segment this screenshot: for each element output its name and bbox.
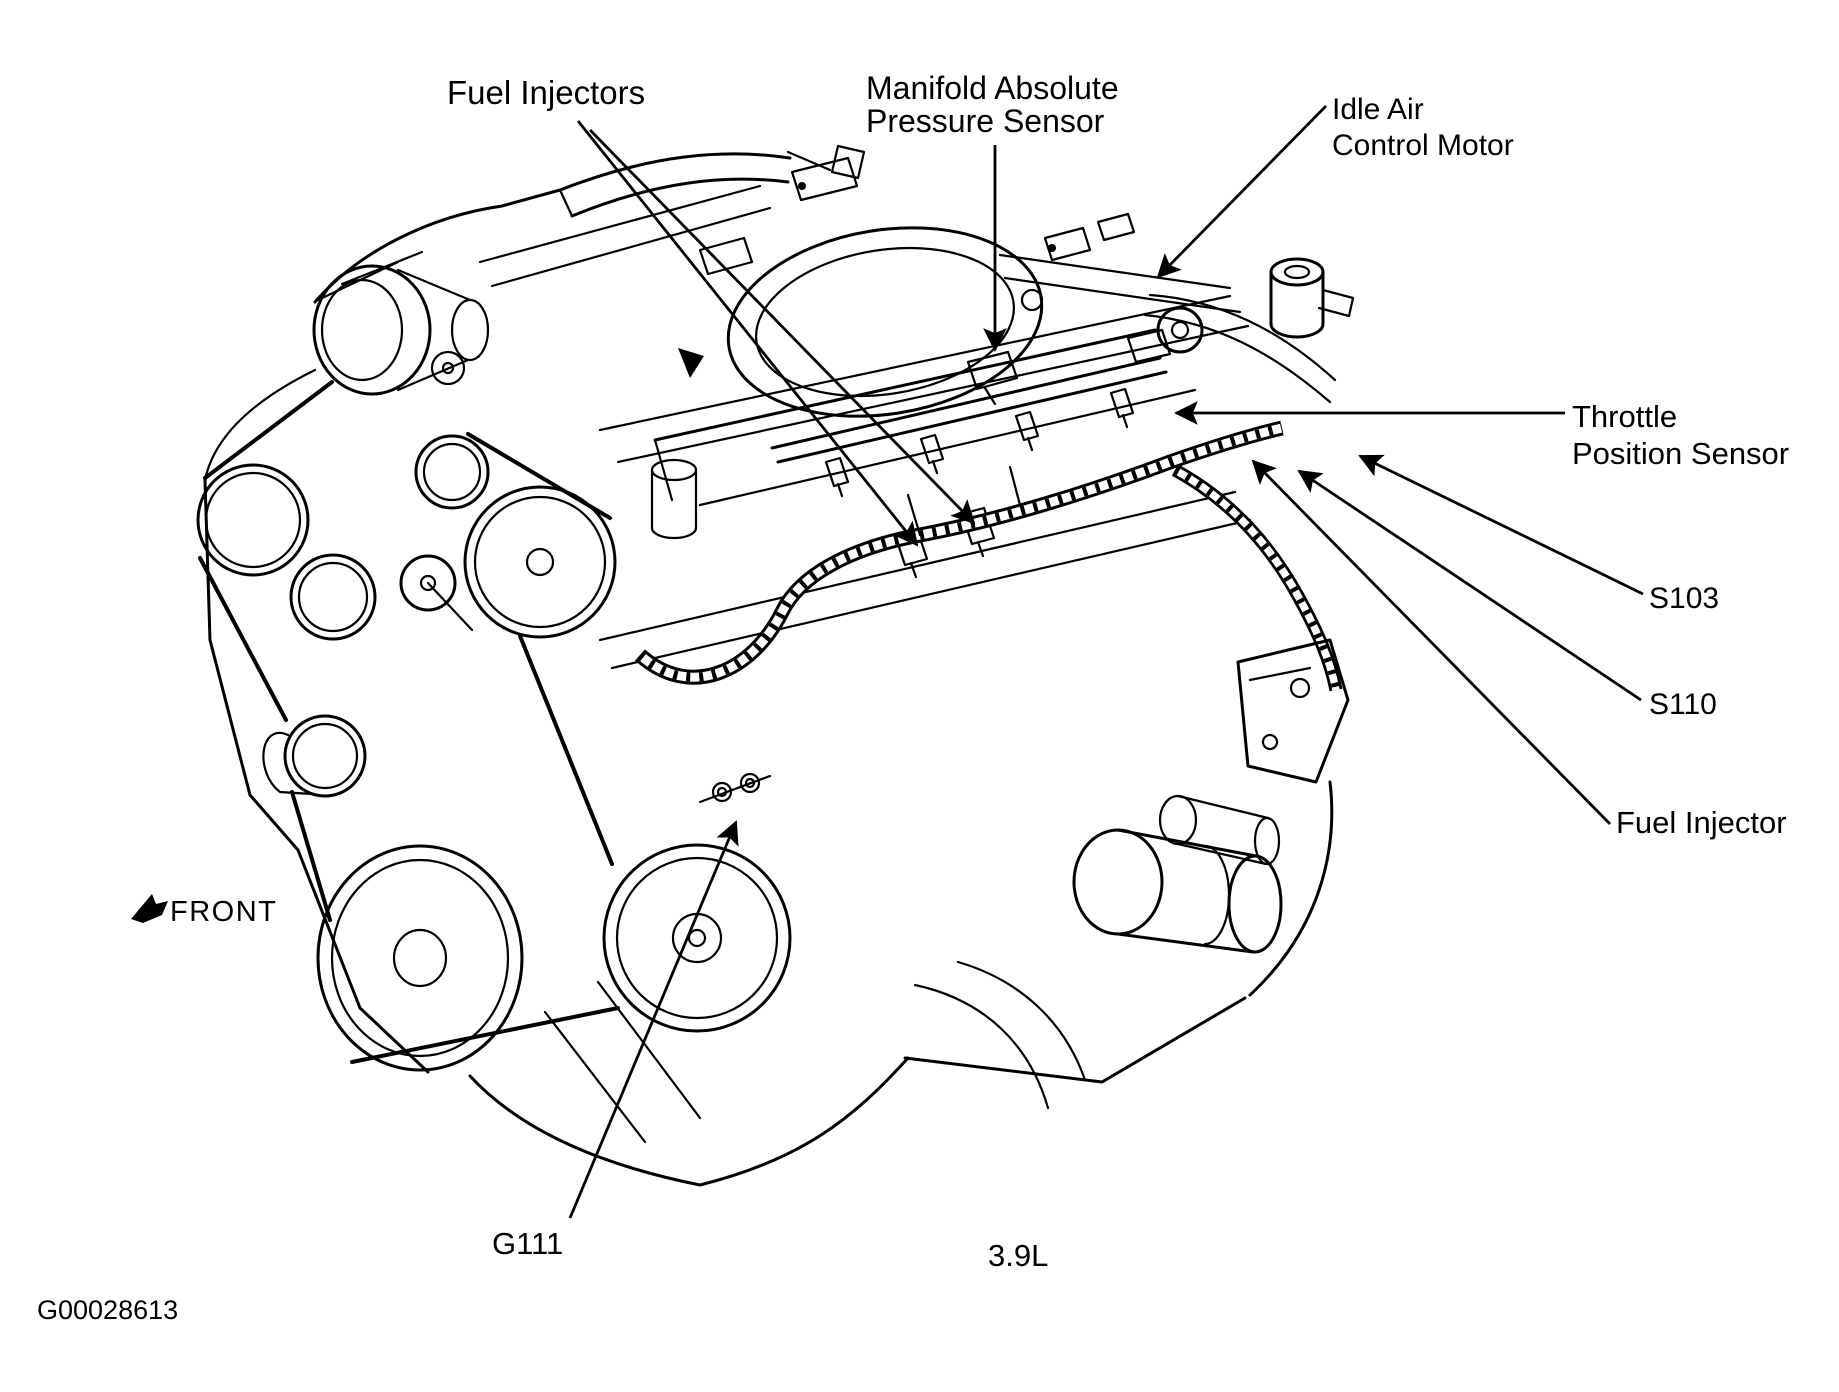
- label-map-sensor-line2: Pressure Sensor: [866, 103, 1105, 139]
- engine-illustration: [196, 144, 1355, 1187]
- injector: [1014, 410, 1040, 452]
- leader-fuel-injector: [1251, 459, 1611, 825]
- front-indicator: FRONT: [131, 894, 277, 928]
- callout-leaders: [568, 105, 1644, 1219]
- wiring-harness-branch: [1171, 464, 1343, 692]
- crankshaft-pulley: [316, 844, 524, 1072]
- label-iac-line1: Idle Air: [1332, 93, 1424, 126]
- label-tps-line1: Throttle: [1572, 399, 1677, 434]
- belt-drive: [196, 264, 792, 1072]
- label-front: FRONT: [170, 896, 277, 928]
- top-connectors: [698, 156, 1136, 276]
- callout-labels: Fuel Injectors Manifold Absolute Pressur…: [37, 70, 1789, 1325]
- valve-cover-edges: [478, 184, 1252, 670]
- label-tps-line2: Position Sensor: [1572, 436, 1789, 471]
- serpentine-belt: [198, 380, 620, 1064]
- injector: [960, 506, 996, 558]
- intake-plenum: [653, 226, 1197, 507]
- label-iac-line2: Control Motor: [1332, 129, 1514, 162]
- throttle-body-opening: [726, 226, 1044, 418]
- leader-fuel-injectors-1: [576, 120, 919, 547]
- label-s103: S103: [1649, 582, 1719, 615]
- alternator: [312, 264, 490, 396]
- idler-pulleys: [196, 434, 617, 641]
- label-figure-code: G00028613: [37, 1295, 178, 1325]
- water-pump-pulley: [602, 843, 792, 1033]
- leader-g111: [568, 820, 739, 1219]
- ground-eyelets-g111: [698, 772, 772, 804]
- iac-motor-body: [1269, 257, 1355, 339]
- leader-s110: [1297, 469, 1642, 702]
- label-s110: S110: [1649, 688, 1717, 721]
- lower-block: [203, 478, 1334, 1187]
- power-steering-pump: [262, 714, 367, 798]
- label-fuel-injectors: Fuel Injectors: [447, 74, 645, 111]
- label-fuel-injector: Fuel Injector: [1616, 805, 1787, 840]
- fuel-rail: [650, 348, 1168, 579]
- tps-unit: [1126, 328, 1172, 364]
- label-engine-displacement: 3.9L: [988, 1238, 1048, 1273]
- front-arrow-icon: [131, 894, 168, 923]
- starter-motor: [1072, 794, 1283, 954]
- label-g111: G111: [492, 1226, 563, 1261]
- leader-s103: [1358, 454, 1644, 596]
- injector: [824, 456, 850, 498]
- injector: [919, 433, 945, 475]
- leader-fuel-injectors-2: [588, 129, 976, 525]
- label-map-sensor-line1: Manifold Absolute: [866, 70, 1119, 106]
- rail-shadow-accent: [678, 348, 704, 378]
- injector: [1109, 387, 1135, 429]
- engine-mount-bracket: [1236, 638, 1350, 784]
- pressure-regulator: [650, 458, 698, 540]
- leader-iac-motor: [1156, 105, 1327, 279]
